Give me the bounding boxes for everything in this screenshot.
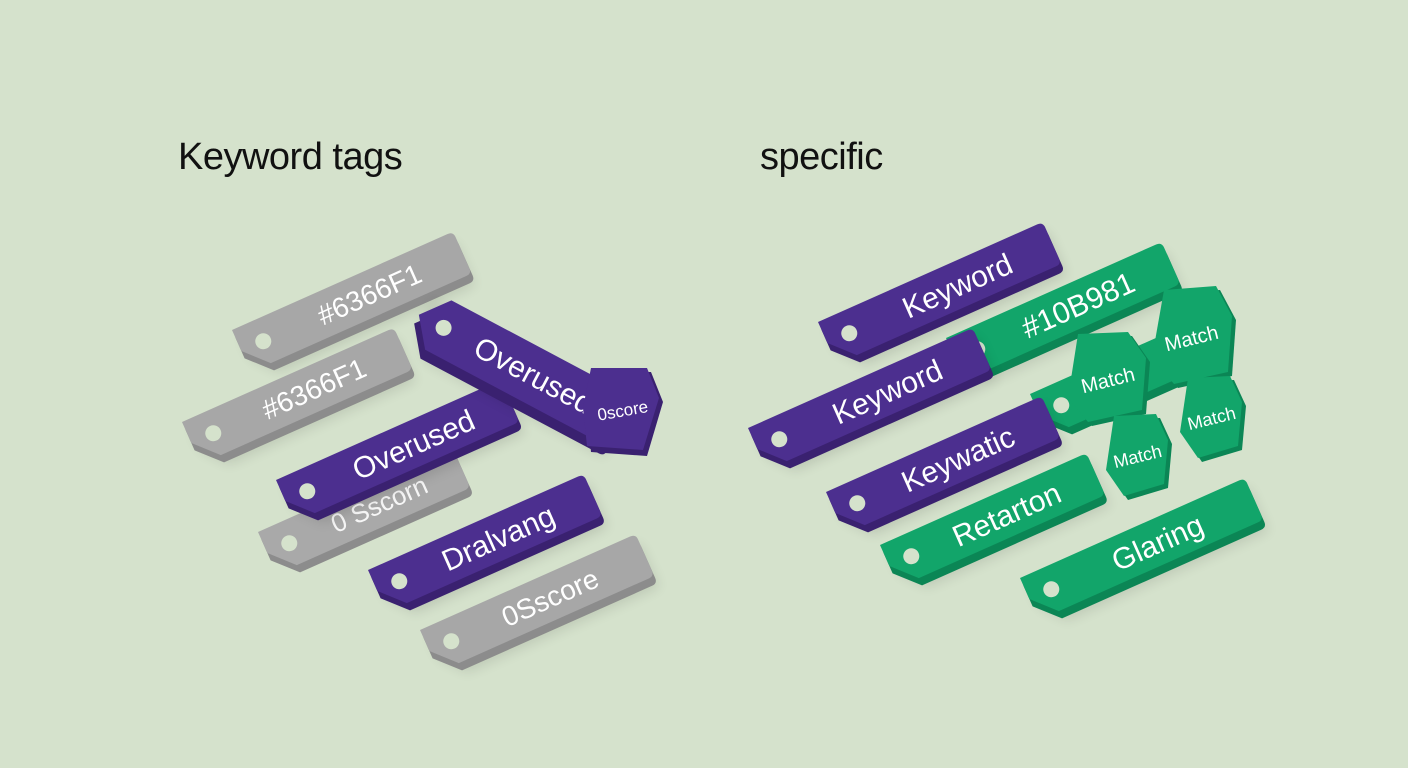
score-badge: 0score [583,368,663,456]
keyword-tag: #6366F1 [182,329,416,465]
match-badge: Match [1180,376,1246,462]
keyword-tag: Overused [276,381,525,523]
keyword-tag: Dralvang [368,475,608,613]
keyword-tag: #10B981 [946,243,1186,381]
match-badge: Match [1152,286,1236,388]
heading-keyword-tags: Keyword tags [178,136,403,178]
keyword-tag: Overused [414,300,634,457]
match-badge: Match [1106,414,1172,500]
heading-specific: specific [760,136,883,178]
keyword-tag: Keywatic [826,397,1066,535]
keyword-tag: 0Sscore [420,535,660,673]
match-badge: Match [1068,332,1150,426]
